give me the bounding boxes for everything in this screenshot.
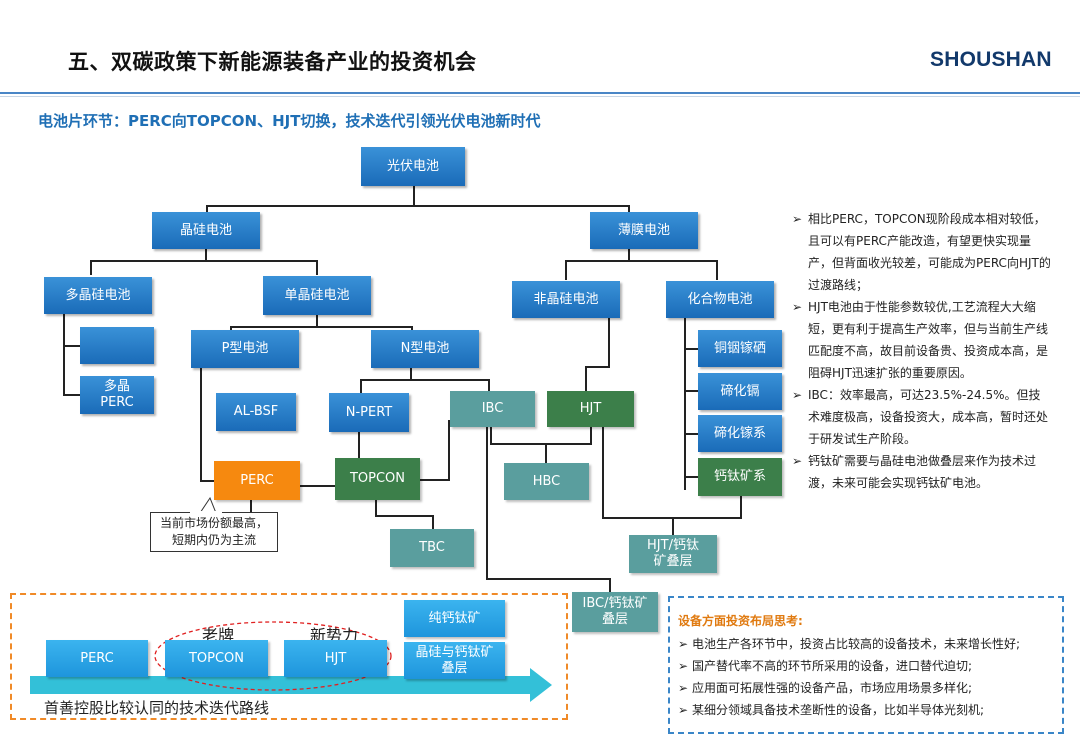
node-czts: 碲化镓系 xyxy=(698,415,782,452)
bullet-item: ➢钙钛矿需要与晶硅电池做叠层来作为技术过渡，未来可能会实现钙钛矿电池。 xyxy=(792,454,1037,490)
investment-list: ➢电池生产各环节中，投资占比较高的设备技术，未来增长性好; ➢国产替代率不高的环… xyxy=(678,633,1063,721)
node-cigs: 铜铟镓硒 xyxy=(698,330,782,367)
node-perc: PERC xyxy=(214,461,300,500)
node-n-pert: N-PERT xyxy=(329,393,409,432)
roadmap-ellipse xyxy=(154,621,392,691)
investment-title: 设备方面投资布局思考: xyxy=(678,614,803,628)
bullet-item: ➢IBC：效率最高，可达23.5%-24.5%。但技术难度极高，设备投资大，成本… xyxy=(792,388,1049,446)
node-compound: 化合物电池 xyxy=(666,281,774,318)
section-subtitle: 电池片环节：PERC向TOPCON、HJT切换，技术迭代引领光伏电池新时代 xyxy=(38,112,541,130)
analysis-bullets: ➢相比PERC，TOPCON现阶段成本相对较低，且可以有PERC产能改造，有望更… xyxy=(792,208,1052,494)
roadmap-frame xyxy=(10,593,568,720)
node-perovskite: 钙钛矿系 xyxy=(698,458,782,496)
node-p-type: P型电池 xyxy=(191,330,299,368)
node-ibc-perovskite: IBC/钙钛矿 叠层 xyxy=(572,592,658,632)
node-crystalline-silicon: 晶硅电池 xyxy=(152,212,260,249)
node-hjt: HJT xyxy=(547,391,634,427)
node-hbc: HBC xyxy=(504,463,589,500)
investment-item: ➢应用面可拓展性强的设备产品，市场应用场景多样化; xyxy=(678,681,973,695)
roadmap-hjt: HJT xyxy=(284,640,387,677)
bullet-item: ➢HJT电池由于性能参数较优,工艺流程大大缩短，更有利于提高生产效率，但与当前生… xyxy=(792,300,1049,380)
roadmap-caption: 首善控股比较认同的技术迭代路线 xyxy=(44,699,270,717)
node-monocrystalline: 单晶硅电池 xyxy=(263,276,371,315)
perc-callout: 当前市场份额最高， 短期内仍为主流 xyxy=(150,512,278,552)
header-divider-thin xyxy=(0,96,1080,97)
node-topcon: TOPCON xyxy=(335,458,420,500)
node-amorphous: 非晶硅电池 xyxy=(512,281,620,318)
investment-item: ➢某细分领域具备技术垄断性的设备，比如半导体光刻机; xyxy=(678,703,985,717)
node-tbc: TBC xyxy=(390,529,474,567)
roadmap-topcon: TOPCON xyxy=(165,640,268,677)
page-title: 五、双碳政策下新能源装备产业的投资机会 xyxy=(68,50,477,74)
investment-item: ➢电池生产各环节中，投资占比较高的设备技术，未来增长性好; xyxy=(678,637,1021,651)
node-multi-perc: 多晶 PERC xyxy=(80,376,154,414)
node-pv-cell: 光伏电池 xyxy=(361,147,465,186)
roadmap-stack: 晶硅与钙钛矿 叠层 xyxy=(404,642,505,679)
header-divider xyxy=(0,92,1080,94)
node-thin-film: 薄膜电池 xyxy=(590,212,698,249)
company-logo: SHOUSHAN xyxy=(930,48,1052,71)
node-ibc: IBC xyxy=(450,391,535,427)
node-n-type: N型电池 xyxy=(371,330,479,368)
roadmap-perc: PERC xyxy=(46,640,148,677)
node-hjt-perovskite: HJT/钙钛 矿叠层 xyxy=(629,535,717,573)
node-multicrystalline: 多晶硅电池 xyxy=(44,277,152,314)
node-al-bsf: AL-BSF xyxy=(216,393,296,431)
investment-frame xyxy=(668,596,1064,734)
investment-item: ➢国产替代率不高的环节所采用的设备，进口替代迫切; xyxy=(678,659,973,673)
bullet-item: ➢相比PERC，TOPCON现阶段成本相对较低，且可以有PERC产能改造，有望更… xyxy=(792,212,1051,292)
node-multi-blank xyxy=(80,327,154,364)
node-cdte: 碲化镉 xyxy=(698,373,782,410)
roadmap-pure-perovskite: 纯钙钛矿 xyxy=(404,600,505,637)
